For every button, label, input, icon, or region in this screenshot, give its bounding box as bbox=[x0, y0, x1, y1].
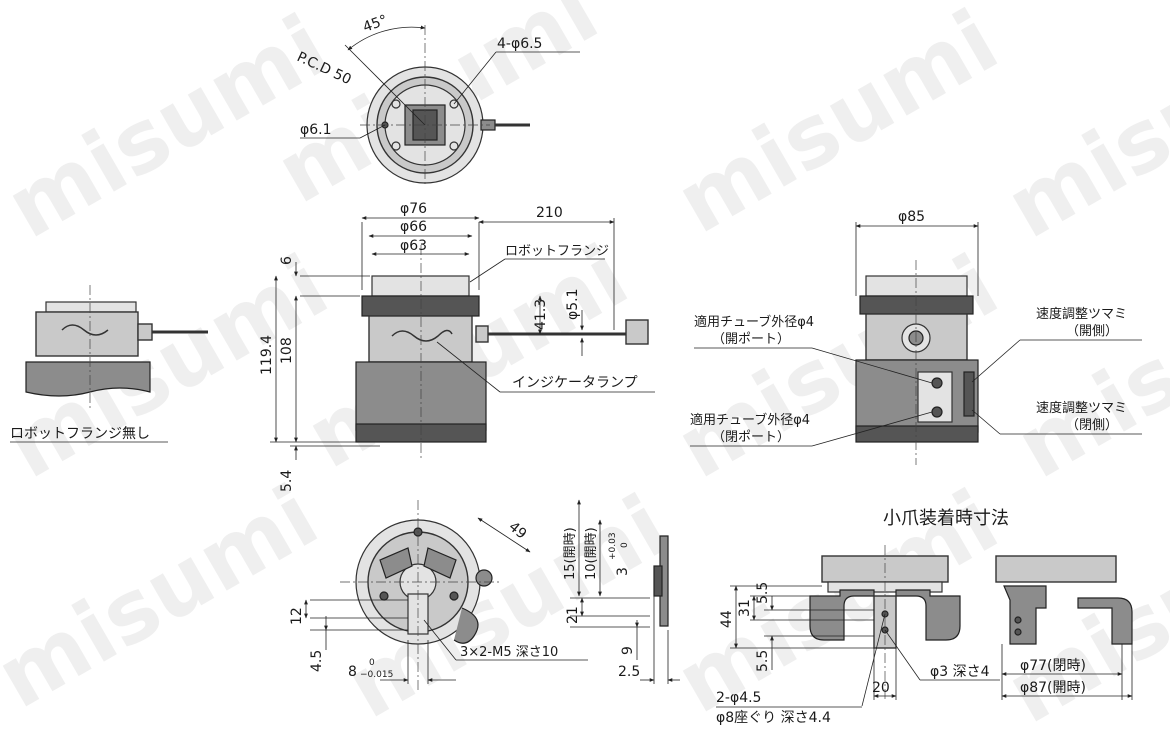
watermark: misumi bbox=[661, 0, 1015, 253]
counterbore-label: φ8座ぐり 深さ4.4 bbox=[716, 710, 831, 726]
left-view: ロボットフランジ無し bbox=[10, 285, 208, 443]
dim-5-4: 5.4 bbox=[279, 470, 295, 492]
dim-9: 9 bbox=[620, 646, 636, 655]
hole-center-label: φ6.1 bbox=[300, 122, 332, 138]
dim-76: φ76 bbox=[400, 201, 427, 217]
tube-close-label-1: 適用チューブ外径φ4 bbox=[690, 412, 810, 428]
tube-open-label-2: （開ポート） bbox=[712, 332, 790, 347]
dim-4-5: 4.5 bbox=[309, 650, 325, 672]
dim-21: 21 bbox=[565, 606, 581, 624]
dim-8-tol-upper: 0 bbox=[369, 658, 375, 668]
stroke-10: 10(開時) bbox=[584, 527, 599, 580]
small-jaw-title: 小爪装着時寸法 bbox=[883, 508, 1009, 529]
dim-44: 44 bbox=[719, 610, 735, 628]
dim-3-tol-lower: 0 bbox=[620, 542, 630, 548]
angle-label: 45° bbox=[361, 12, 390, 36]
dim-12: 12 bbox=[289, 607, 305, 625]
dim-119-4: 119.4 bbox=[259, 335, 275, 375]
front-view: φ76 φ66 φ63 210 ロボットフランジ 6 119.4 108 5.4… bbox=[259, 201, 655, 492]
dim-108: 108 bbox=[279, 337, 295, 364]
dim-5-5-bottom: 5.5 bbox=[755, 650, 771, 672]
dim-210: 210 bbox=[536, 205, 563, 221]
speed-close-label-2: （閉側） bbox=[1066, 418, 1118, 433]
thread-label: 3×2-M5 深さ10 bbox=[460, 645, 558, 660]
dim-20: 20 bbox=[872, 680, 890, 696]
tube-open-label-1: 適用チューブ外径φ4 bbox=[694, 314, 814, 330]
dia-87-label: φ87(開時) bbox=[1020, 680, 1086, 696]
dim-6: 6 bbox=[279, 256, 295, 265]
dim-66: φ66 bbox=[400, 219, 427, 235]
speed-open-label-1: 速度調整ツマミ bbox=[1036, 306, 1127, 322]
hole-3-label: φ3 深さ4 bbox=[930, 664, 990, 680]
side-view: φ85 適用チューブ外径φ4 （開ポート） 適用チューブ外径φ4 （閉ポート） … bbox=[690, 209, 1142, 465]
dim-cable-dia: φ5.1 bbox=[565, 289, 581, 321]
dim-8-tol-lower: −0.015 bbox=[360, 670, 393, 680]
small-jaw-view: 小爪装着時寸法 44 31 5.5 5.5 20 φ3 深さ4 bbox=[716, 508, 1133, 726]
dim-3: 3 bbox=[615, 567, 631, 576]
tube-close-label-2: （閉ポート） bbox=[712, 430, 790, 445]
bottom-view: 49 12 4.5 8 0 −0.015 3×2-M5 深さ10 15(開時) … bbox=[289, 499, 680, 690]
dim-63: φ63 bbox=[400, 238, 427, 254]
watermark: misumi bbox=[1001, 236, 1170, 498]
dim-85: φ85 bbox=[898, 209, 925, 225]
robot-flange-label: ロボットフランジ bbox=[505, 244, 609, 259]
watermark: misumi bbox=[991, 0, 1170, 258]
dia-77-label: φ77(閉時) bbox=[1020, 658, 1086, 674]
dim-3-tol-upper: +0.03 bbox=[608, 532, 618, 560]
dim-5-5-top: 5.5 bbox=[755, 582, 771, 604]
stroke-15: 15(開時) bbox=[563, 527, 578, 580]
no-flange-caption: ロボットフランジ無し bbox=[10, 426, 150, 442]
hole-2x-label: 2-φ4.5 bbox=[716, 690, 761, 706]
top-view: 45° P.C.D 50 4-φ6.5 φ6.1 bbox=[294, 12, 580, 185]
speed-open-label-2: （開側） bbox=[1066, 324, 1118, 339]
indicator-lamp-label: インジケータランプ bbox=[512, 375, 638, 391]
hole-4x-label: 4-φ6.5 bbox=[497, 36, 542, 52]
dim-8: 8 bbox=[348, 664, 357, 680]
dim-31: 31 bbox=[737, 599, 753, 617]
dim-2-5: 2.5 bbox=[618, 664, 640, 680]
dim-41-3: 41.3 bbox=[533, 299, 549, 330]
speed-close-label-1: 速度調整ツマミ bbox=[1036, 400, 1127, 416]
watermark: misumi bbox=[0, 466, 334, 728]
